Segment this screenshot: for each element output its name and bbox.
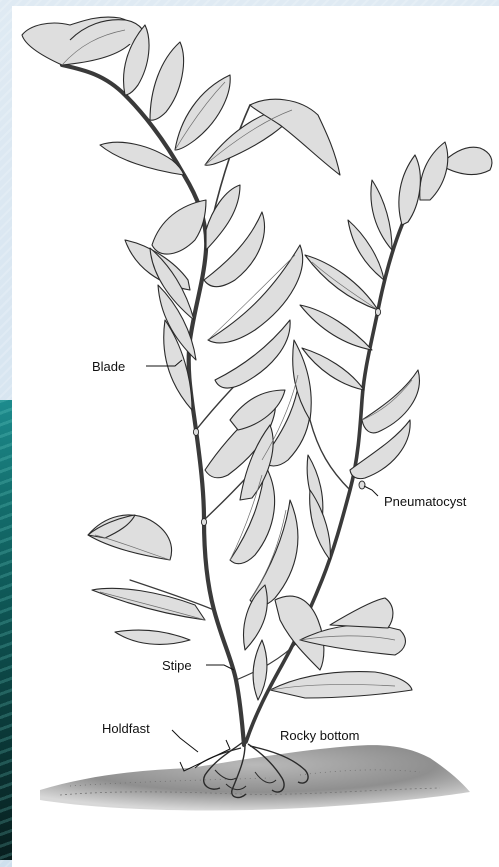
rocky-bottom-label: Rocky bottom (280, 728, 359, 743)
stipe-label: Stipe (162, 658, 192, 673)
rocky-bottom-shape (40, 745, 470, 810)
pneumatocyst-label: Pneumatocyst (384, 494, 467, 509)
pneumatocyst-leader-line (364, 486, 378, 496)
holdfast-leader-line (172, 730, 198, 752)
stipe-leader-line (206, 665, 234, 670)
blade-label: Blade (92, 359, 125, 374)
holdfast-label: Holdfast (102, 721, 150, 736)
